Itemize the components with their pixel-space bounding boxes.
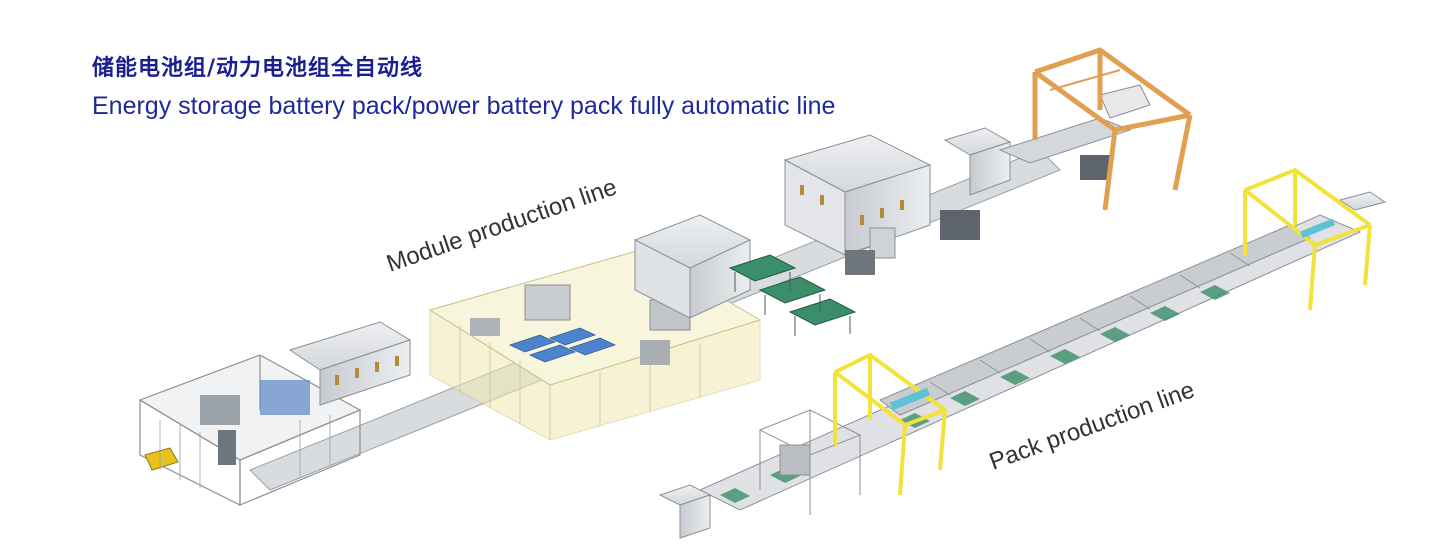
green-work-tables	[728, 254, 857, 336]
module-machines	[288, 84, 1151, 441]
pack-robot-cell	[758, 409, 862, 515]
robot-cell	[138, 354, 362, 506]
module-line-label: Module production line	[383, 174, 620, 278]
pack-line-label: Pack production line	[986, 376, 1198, 475]
page-title-english: Energy storage battery pack/power batter…	[92, 92, 836, 120]
page-title-chinese: 储能电池组/动力电池组全自动线	[92, 56, 424, 81]
orange-gantry-frame	[1032, 47, 1193, 211]
yellow-gantry-frames	[833, 167, 1372, 496]
pack-line-equipment	[658, 167, 1387, 539]
module-line-equipment	[138, 47, 1193, 506]
